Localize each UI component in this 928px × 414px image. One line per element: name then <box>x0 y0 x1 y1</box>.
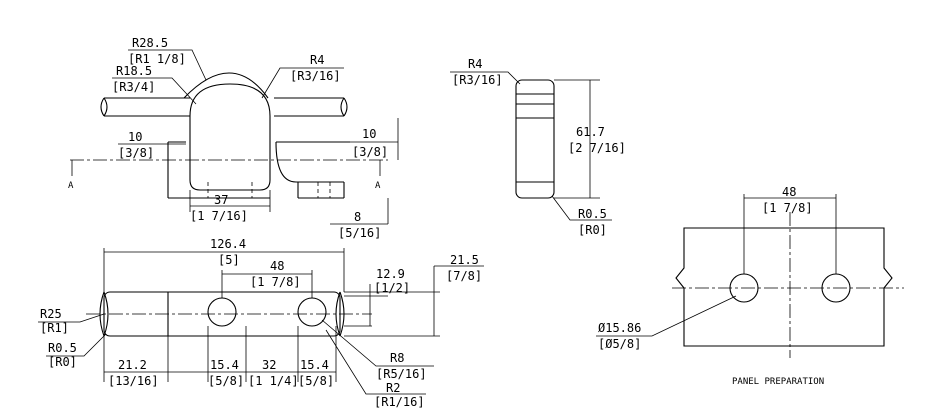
right-thickness-label: 10 <box>362 127 376 141</box>
panel-hole-label: Ø15.86 <box>598 321 641 335</box>
front-offset-inch-label: [1/2] <box>374 281 410 295</box>
panel-hole-inch-label: [Ø5/8] <box>598 337 641 351</box>
front-r-corner-inch-label: [R0] <box>48 355 77 369</box>
front-d4-label: 15.4 <box>300 358 329 372</box>
side-height-inch-label: [2 7/16] <box>568 141 626 155</box>
left-thickness-inch-label: [3/8] <box>118 146 154 160</box>
front-d1-inch-label: [13/16] <box>108 374 159 388</box>
front-d2-label: 15.4 <box>210 358 239 372</box>
front-spacing-label: 48 <box>270 259 284 273</box>
width-inch-label: [1 7/16] <box>190 209 248 223</box>
front-d3-label: 32 <box>262 358 276 372</box>
front-d4-inch-label: [5/8] <box>298 374 334 388</box>
front-view: 126.4 [5] 48 [1 7/8] 12.9 [1/2] 21.5 [7/… <box>38 237 484 409</box>
panel-spacing-inch-label: [1 7/8] <box>762 201 813 215</box>
front-length-inch-label: [5] <box>218 253 240 267</box>
front-r-corner-label: R0.5 <box>48 341 77 355</box>
r-bend-label: R4 <box>310 53 324 67</box>
side-view: R4 [R3/16] 61.7 [2 7/16] R0.5 [R0] <box>450 57 626 237</box>
top-view: A A R28.5 [R1 1/8] R18.5 [R3/4] R4 [R3/1… <box>68 36 399 240</box>
front-d1-label: 21.2 <box>118 358 147 372</box>
panel-caption: PANEL PREPARATION <box>732 377 824 387</box>
r-bend-inch-label: [R3/16] <box>290 69 341 83</box>
section-label-left: A <box>68 181 74 191</box>
r-outer-inch-label: [R1 1/8] <box>128 52 186 66</box>
r-outer-label: R28.5 <box>132 36 168 50</box>
left-thickness-label: 10 <box>128 130 142 144</box>
front-thickness-inch-label: [7/8] <box>446 269 482 283</box>
foot-inch-label: [5/16] <box>338 226 381 240</box>
front-r-slot-small-inch-label: [R1/16] <box>374 395 425 409</box>
panel-spacing-label: 48 <box>782 185 796 199</box>
side-r-top-inch-label: [R3/16] <box>452 73 503 87</box>
front-r-slot-small-label: R2 <box>386 381 400 395</box>
foot-label: 8 <box>354 210 361 224</box>
front-spacing-inch-label: [1 7/8] <box>250 275 301 289</box>
front-r-slot-inch-label: [R5/16] <box>376 367 427 381</box>
right-thickness-inch-label: [3/8] <box>352 145 388 159</box>
width-label: 37 <box>214 193 228 207</box>
front-d3-inch-label: [1 1/4] <box>248 374 299 388</box>
r-inner-inch-label: [R3/4] <box>112 80 155 94</box>
section-label-right: A <box>375 181 381 191</box>
front-thickness-label: 21.5 <box>450 253 479 267</box>
side-height-label: 61.7 <box>576 125 605 139</box>
front-length-label: 126.4 <box>210 237 246 251</box>
front-r-end-label: R25 <box>40 307 62 321</box>
r-inner-label: R18.5 <box>116 64 152 78</box>
front-r-end-inch-label: [R1] <box>40 321 69 335</box>
front-r-slot-label: R8 <box>390 351 404 365</box>
side-r-bottom-label: R0.5 <box>578 207 607 221</box>
front-d2-inch-label: [5/8] <box>208 374 244 388</box>
side-r-top-label: R4 <box>468 57 482 71</box>
front-offset-label: 12.9 <box>376 267 405 281</box>
side-r-bottom-inch-label: [R0] <box>578 223 607 237</box>
panel-preparation: 48 [1 7/8] Ø15.86 [Ø5/8] PANEL PREPARATI… <box>596 185 904 387</box>
